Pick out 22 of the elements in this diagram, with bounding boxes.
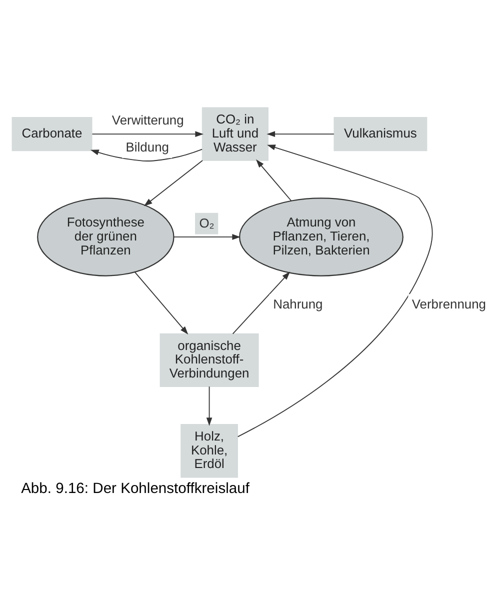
edge-label: Verbrennung (412, 296, 486, 312)
arrow (237, 144, 433, 438)
node-box: Vulkanismus (334, 116, 428, 152)
node-box: CO₂ in Luft und Wasser (202, 107, 268, 161)
arrow (90, 148, 203, 162)
node-box: Carbonate (12, 116, 92, 152)
edge-label: Bildung (126, 139, 169, 154)
arrow (173, 234, 241, 240)
arrow (206, 386, 212, 426)
arrow (144, 160, 203, 206)
edge-label: Verwitterung (112, 112, 184, 128)
node-box: Holz, Kohle, Erdöl (180, 424, 238, 478)
arrow (266, 131, 334, 137)
caption: Abb. 9.16: Der Kohlenstoffkreislauf (21, 480, 250, 497)
node-box: organische Kohlenstoff-Verbindungen (160, 333, 259, 388)
arrow (256, 159, 292, 202)
node-ellipse: Atmung von Pflanzen, Tieren, Pilzen, Bakterien (239, 198, 404, 276)
arrow (92, 131, 204, 137)
edge-label: Nahrung (273, 296, 323, 312)
edge-label: O₂ (199, 215, 214, 230)
arrow (232, 272, 290, 334)
arrow (134, 272, 188, 335)
